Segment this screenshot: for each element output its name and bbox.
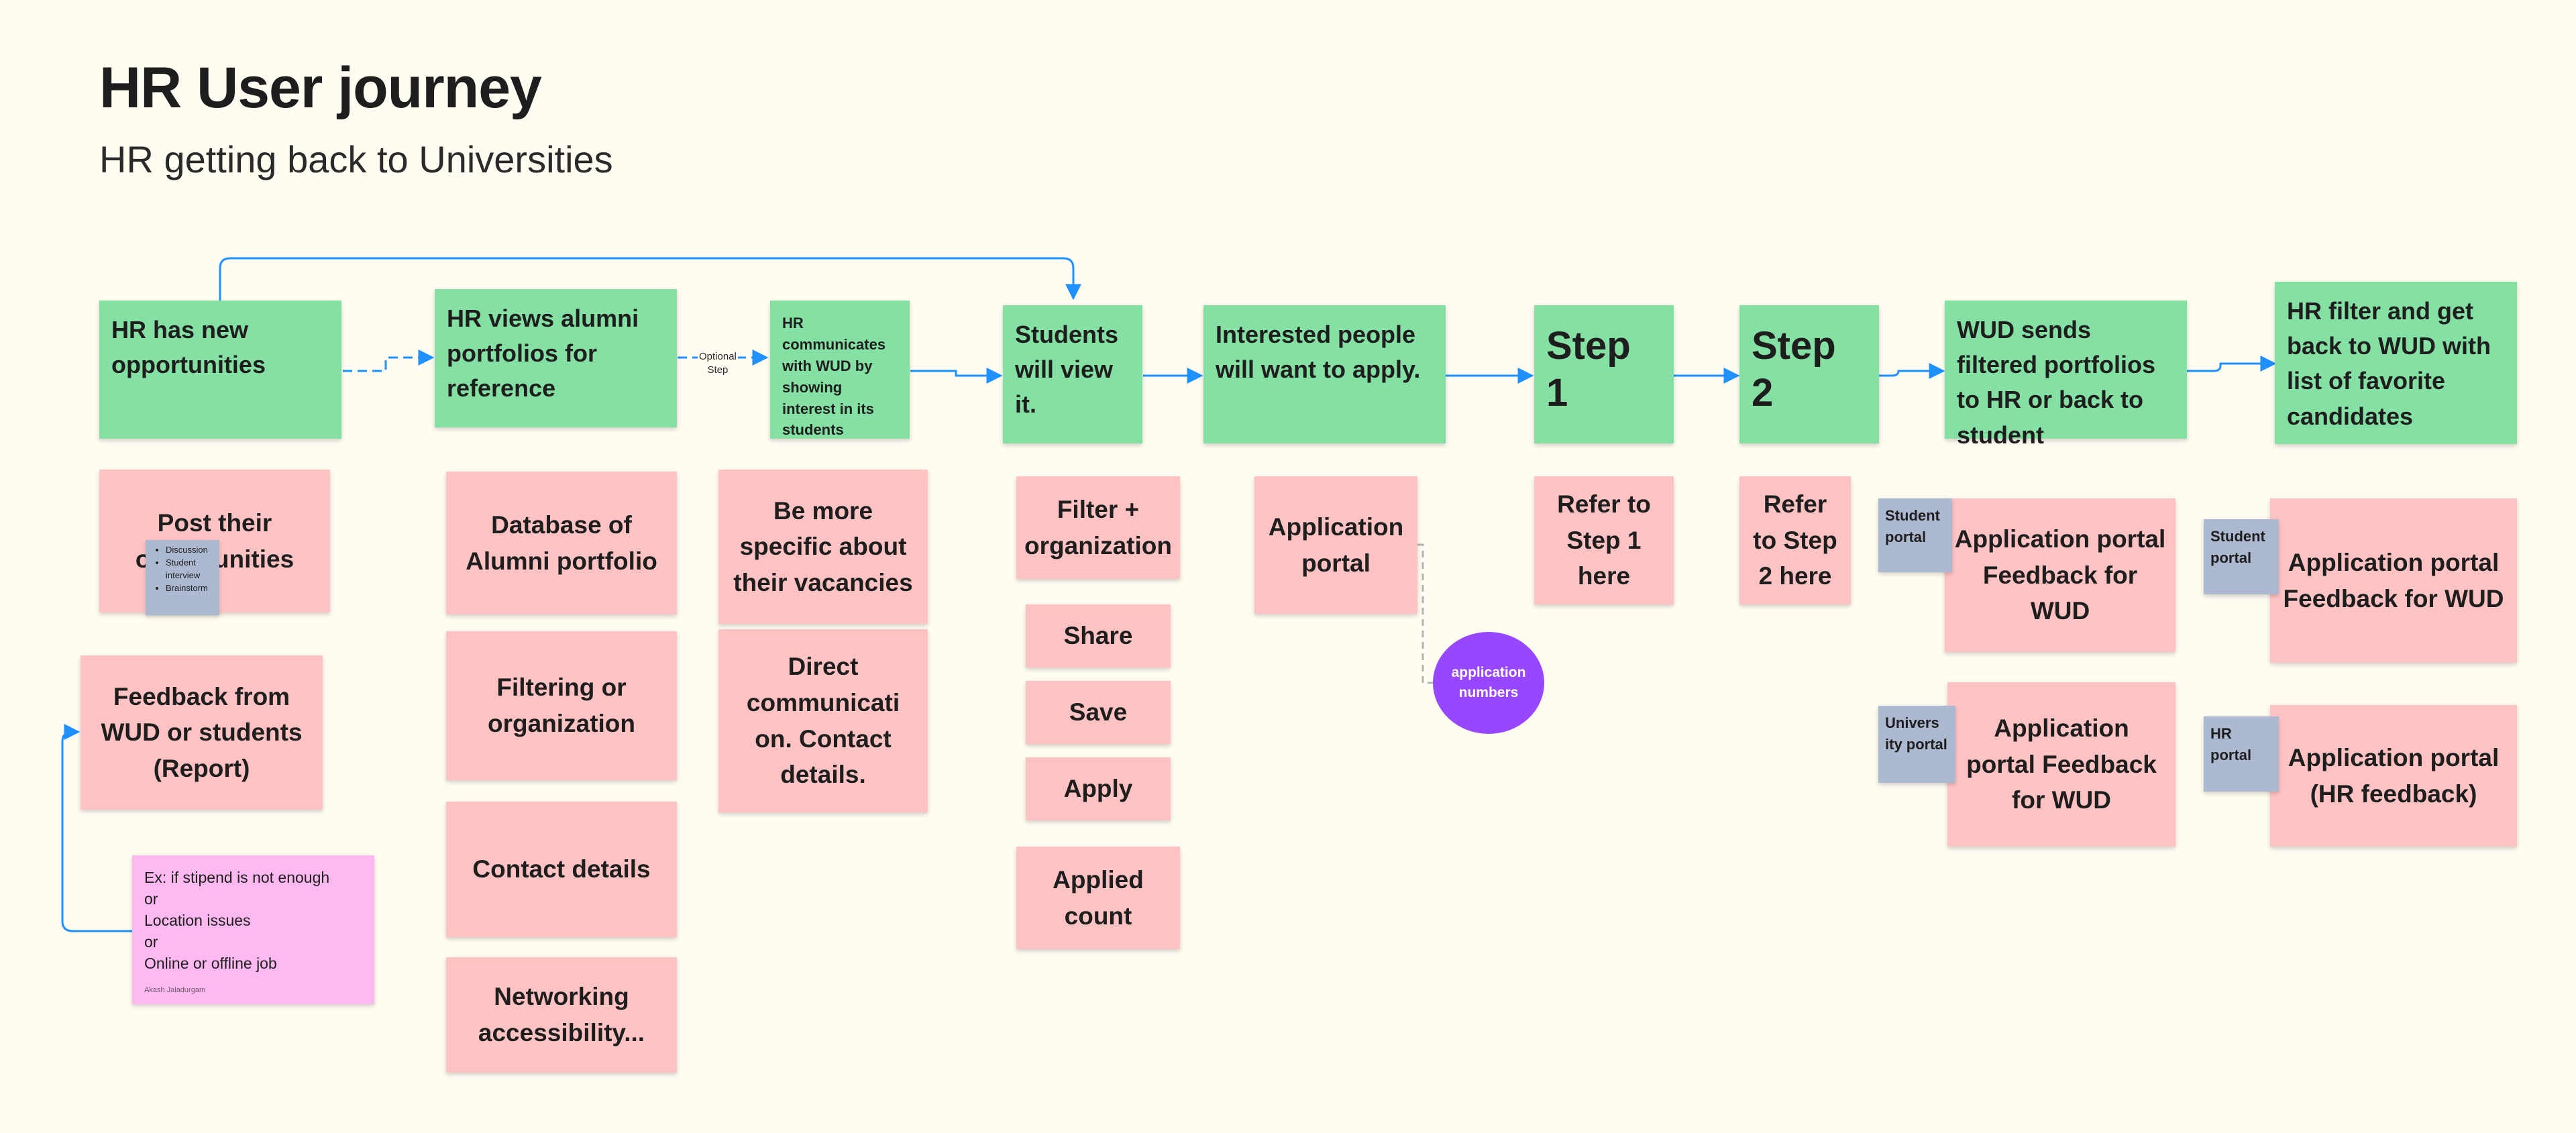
detail-share[interactable]: Share bbox=[1026, 604, 1171, 667]
detail-be-more-specific[interactable]: Be more specific about their vacancies bbox=[718, 470, 928, 624]
note-line: Ex: if stipend is not enough bbox=[144, 869, 330, 886]
connector-opportunities-to-alumni bbox=[343, 349, 435, 372]
connector-label-optional-step: Optional Step bbox=[698, 350, 738, 378]
step-hr-views-alumni[interactable]: HR views alumni portfolios for reference bbox=[435, 289, 677, 427]
page-subtitle: HR getting back to Universities bbox=[99, 138, 613, 180]
step-wud-sends[interactable]: WUD sends filtered portfolios to HR or b… bbox=[1945, 301, 2187, 449]
connector-wud-to-hr-filter bbox=[2186, 356, 2277, 372]
step-hr-communicates[interactable]: HR communicates with WUD by showing inte… bbox=[770, 301, 910, 439]
detail-database-alumni[interactable]: Database of Alumni portfolio bbox=[446, 472, 677, 614]
step-1[interactable]: Step 1 bbox=[1534, 305, 1674, 443]
note-line: Location issues bbox=[144, 911, 251, 929]
connector-note-to-feedback bbox=[61, 724, 132, 932]
detail-application-portal[interactable]: Application portal bbox=[1254, 476, 1417, 614]
step-students-view[interactable]: Students will view it. bbox=[1003, 305, 1142, 443]
detail-apply[interactable]: Apply bbox=[1026, 757, 1171, 820]
discussion-item: Student interview bbox=[166, 557, 214, 582]
detail-app-portal-feedback-wud-1[interactable]: Application portal Feedback for WUD bbox=[1945, 498, 2176, 652]
discussion-list: Discussion Student interview Brainstorm bbox=[151, 544, 214, 594]
optional-label-line-1: Optional bbox=[699, 351, 737, 362]
step-interested-apply[interactable]: Interested people will want to apply. bbox=[1203, 305, 1446, 443]
detail-app-portal-hr-feedback[interactable]: Application portal (HR feedback) bbox=[2270, 705, 2517, 847]
detail-applied-count[interactable]: Applied count bbox=[1016, 847, 1180, 949]
step-hr-new-opportunities[interactable]: HR has new opportunities bbox=[99, 301, 341, 439]
application-numbers-badge[interactable]: application numbers bbox=[1433, 632, 1544, 734]
note-line: or bbox=[144, 932, 158, 951]
discussion-item: Brainstorm bbox=[166, 582, 214, 595]
detail-refer-step2[interactable]: Refer to Step 2 here bbox=[1739, 476, 1851, 604]
detail-direct-communication[interactable]: Direct communicati on. Contact details. bbox=[718, 629, 928, 812]
page-title: HR User journey bbox=[99, 56, 542, 120]
note-example-issues[interactable]: Ex: if stipend is not enough or Location… bbox=[132, 855, 374, 1004]
tag-university-portal[interactable]: Univers ity portal bbox=[1878, 706, 1955, 783]
tag-discussion-list[interactable]: Discussion Student interview Brainstorm bbox=[146, 540, 219, 615]
detail-networking[interactable]: Networking accessibility... bbox=[446, 957, 677, 1073]
tag-hr-portal[interactable]: HR portal bbox=[2204, 716, 2279, 792]
step-hr-filter[interactable]: HR filter and get back to WUD with list … bbox=[2275, 282, 2517, 444]
detail-filtering-organization[interactable]: Filtering or organization bbox=[446, 631, 677, 780]
tag-student-portal-2[interactable]: Student portal bbox=[2204, 519, 2279, 594]
detail-feedback-report[interactable]: Feedback from WUD or students (Report) bbox=[80, 655, 323, 810]
detail-save[interactable]: Save bbox=[1026, 681, 1171, 744]
discussion-item: Discussion bbox=[166, 544, 214, 557]
detail-app-portal-feedback-wud-2[interactable]: Application portal Feedback for WUD bbox=[1947, 682, 2176, 847]
note-line: or bbox=[144, 889, 158, 908]
detail-app-portal-feedback-wud-3[interactable]: Application portal Feedback for WUD bbox=[2270, 498, 2517, 663]
detail-contact-details[interactable]: Contact details bbox=[446, 802, 677, 937]
connector-step2-to-wud bbox=[1878, 363, 1945, 379]
connector-top-loop bbox=[219, 257, 1081, 301]
step-2[interactable]: Step 2 bbox=[1739, 305, 1879, 443]
connector-portal-to-numbers bbox=[1417, 543, 1433, 684]
optional-label-line-2: Step bbox=[707, 364, 729, 376]
note-author: Akash Jaladurgam bbox=[144, 985, 206, 994]
detail-refer-step1[interactable]: Refer to Step 1 here bbox=[1534, 476, 1674, 604]
detail-filter-organization[interactable]: Filter + organization bbox=[1016, 476, 1180, 579]
connector-communicates-to-students bbox=[910, 368, 1003, 384]
note-line: Online or offline job bbox=[144, 954, 277, 972]
tag-student-portal-1[interactable]: Student portal bbox=[1878, 498, 1952, 572]
